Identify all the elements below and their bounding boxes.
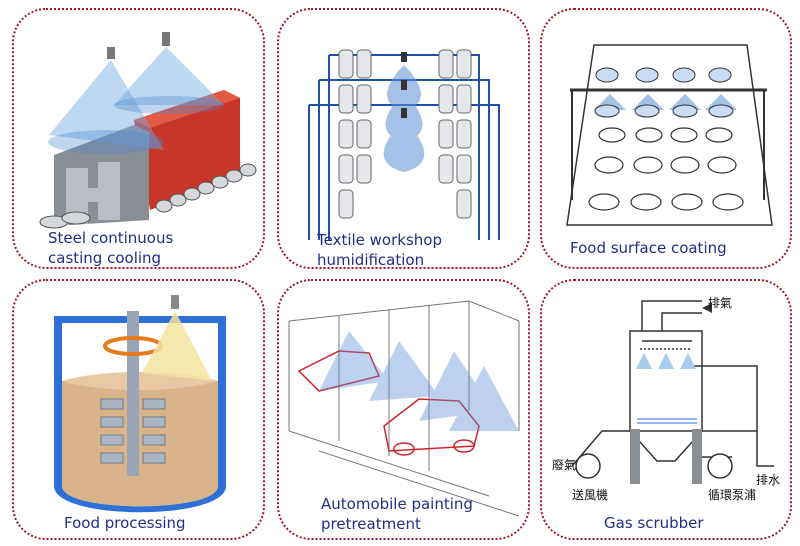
caption-steel-line2: casting cooling (48, 249, 162, 267)
panel-textile: Textile workshop humidification (277, 8, 530, 269)
panel-auto-painting: Automobile painting pretreatment (277, 279, 530, 540)
label-blower: 送風機 (572, 488, 609, 502)
panel-food-coating: Food surface coating (540, 8, 792, 269)
caption-steel-line1: Steel continuous (48, 229, 174, 247)
caption-textile-line1: Textile workshop (317, 231, 442, 249)
caption-auto-line2: pretreatment (321, 515, 421, 533)
caption-textile-line2: humidification (317, 251, 425, 269)
textile-illustration (308, 49, 500, 240)
gas-scrubber-illustration (571, 300, 774, 484)
label-exhaust: 排氣 (708, 296, 733, 310)
steel-casting-illustration (39, 32, 257, 229)
caption-food-processing: Food processing (64, 514, 186, 532)
auto-painting-illustration (288, 300, 520, 517)
panel-steel-casting: Steel continuous casting cooling (12, 8, 265, 269)
label-drain: 排水 (756, 473, 781, 487)
food-coating-illustration (566, 44, 773, 226)
caption-gas-scrubber: Gas scrubber (604, 514, 704, 532)
caption-auto-line1: Automobile painting (321, 495, 473, 513)
caption-food-coating: Food surface coating (570, 239, 727, 257)
label-pump: 循環泵浦 (708, 488, 757, 502)
panel-gas-scrubber: 排氣 廢氣 送風機 循環泵浦 排水 Gas scrubber (540, 279, 792, 540)
food-processing-illustration (54, 295, 226, 513)
label-waste-gas: 廢氣 (552, 458, 577, 472)
panel-food-processing: Food processing (12, 279, 265, 540)
